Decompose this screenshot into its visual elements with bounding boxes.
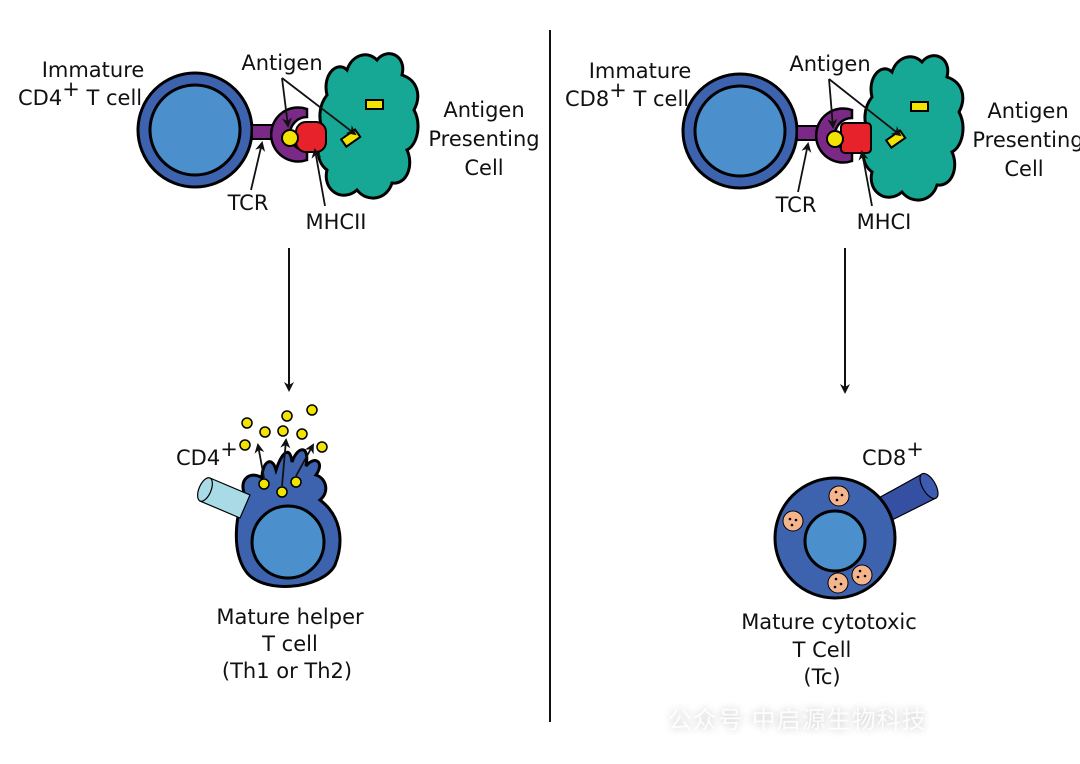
antigen-bound xyxy=(281,129,299,147)
immature-cd8-label: Immature xyxy=(589,59,692,83)
mature-label-1: Mature cytotoxic xyxy=(741,610,917,634)
immature-cd8-t-cell xyxy=(681,72,799,190)
mhc-label: MHCII xyxy=(306,210,367,234)
mature-label-3: (Tc) xyxy=(803,665,840,689)
cd8-label: CD8+ xyxy=(862,437,924,470)
apc-label-2: Presenting xyxy=(428,127,539,151)
antigen-bound xyxy=(826,130,844,148)
immature-cd4-t-cell xyxy=(136,71,254,189)
cytokines xyxy=(239,404,328,498)
apc-label-3: Cell xyxy=(464,156,503,180)
mature-label-1: Mature helper xyxy=(216,605,364,629)
mature-helper-t-cell xyxy=(197,404,342,588)
immature-cd8-label-2: CD8+ T cell xyxy=(565,78,689,111)
antigen-label: Antigen xyxy=(789,52,870,76)
apc-label-3: Cell xyxy=(1004,157,1043,181)
immature-cd4-label-2: CD4+ T cell xyxy=(18,77,142,110)
antigen-fragment xyxy=(365,99,384,110)
cd4-coreceptor xyxy=(197,477,251,519)
cytotoxic-granules xyxy=(782,485,873,594)
mature-label-3: (Th1 or Th2) xyxy=(222,659,352,683)
right-panel: Immature CD8+ T cell Antigen Antigen Pre… xyxy=(565,52,1080,689)
immature-cd4-label: Immature xyxy=(42,58,145,82)
mhcii-molecule xyxy=(295,121,327,153)
mhci-molecule xyxy=(840,122,872,154)
watermark: 公众号·中启源生物科技 xyxy=(668,706,927,734)
antigen-label: Antigen xyxy=(241,51,322,75)
mature-cytotoxic-t-cell xyxy=(773,472,939,600)
mature-label-2: T Cell xyxy=(792,638,852,662)
cd4-label: CD4+ xyxy=(176,437,238,470)
tcr-label: TCR xyxy=(775,193,817,217)
apc-cell xyxy=(861,54,965,202)
apc-label-1: Antigen xyxy=(443,98,524,122)
apc-cell xyxy=(316,52,420,200)
apc-label-1: Antigen xyxy=(987,99,1068,123)
mhc-label: MHCI xyxy=(857,210,912,234)
tcr-label: TCR xyxy=(227,191,269,215)
apc-label-2: Presenting xyxy=(972,128,1080,152)
antigen-fragment xyxy=(910,101,929,112)
left-panel: Immature CD4+ T cell Antigen Antigen Pre… xyxy=(18,51,540,683)
mature-label-2: T cell xyxy=(261,632,318,656)
